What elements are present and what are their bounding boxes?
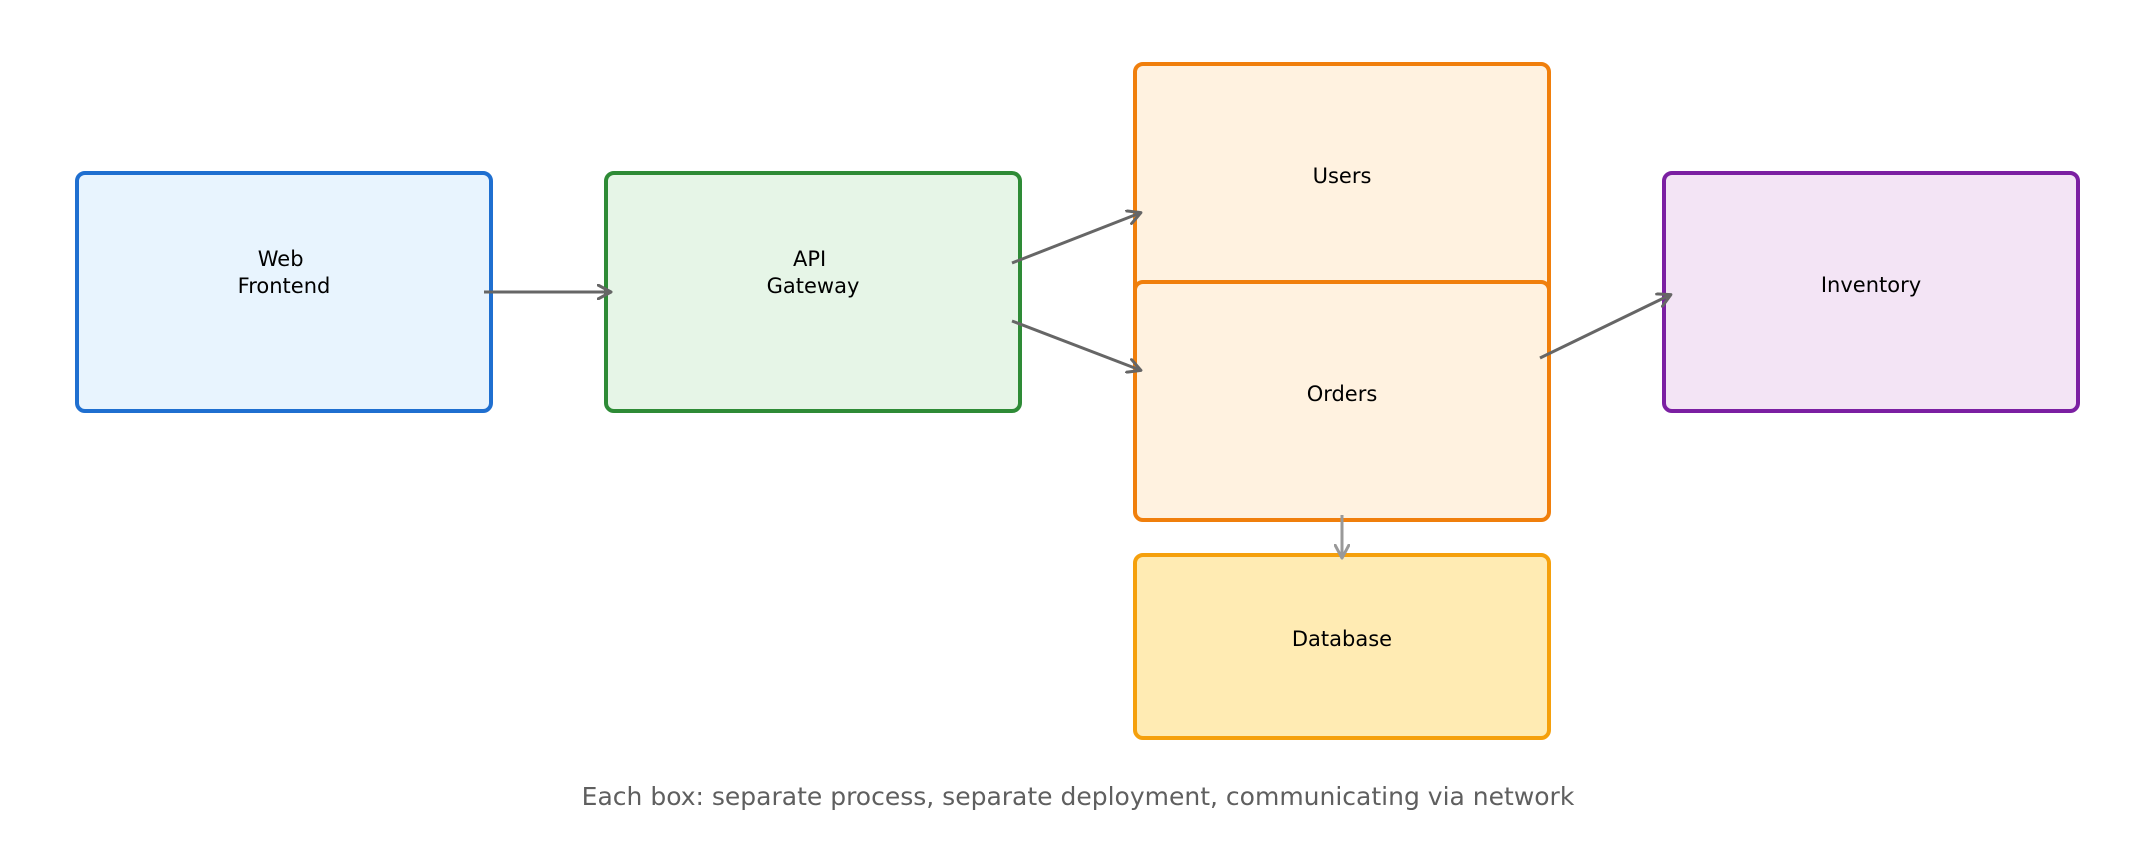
- api-gateway-label-line1: API: [793, 247, 826, 271]
- database-label: Database: [1292, 627, 1392, 651]
- api-gateway-label-line2: Gateway: [767, 274, 860, 298]
- web-frontend-label: Web Frontend: [238, 247, 331, 298]
- api-gateway-label: API Gateway: [767, 247, 860, 298]
- users-label: Users: [1313, 164, 1372, 188]
- node-inventory: Inventory: [1662, 171, 2080, 413]
- inventory-label: Inventory: [1821, 273, 1921, 297]
- arrow-api-gateway-to-orders: [1011, 319, 1140, 370]
- node-web-frontend: Web Frontend: [75, 171, 493, 413]
- arrow-orders-to-inventory: [1539, 295, 1670, 360]
- node-users: Users: [1133, 62, 1551, 304]
- diagram-caption: Each box: separate process, separate dep…: [581, 782, 1575, 811]
- node-database: Database: [1133, 553, 1551, 740]
- orders-label: Orders: [1307, 382, 1378, 406]
- node-orders: Orders: [1133, 280, 1551, 522]
- node-api-gateway: API Gateway: [604, 171, 1022, 413]
- web-frontend-label-line2: Frontend: [238, 274, 331, 298]
- web-frontend-label-line1: Web: [258, 247, 304, 271]
- inventory-box: [1662, 171, 2080, 413]
- arrow-api-gateway-to-users: [1011, 213, 1140, 265]
